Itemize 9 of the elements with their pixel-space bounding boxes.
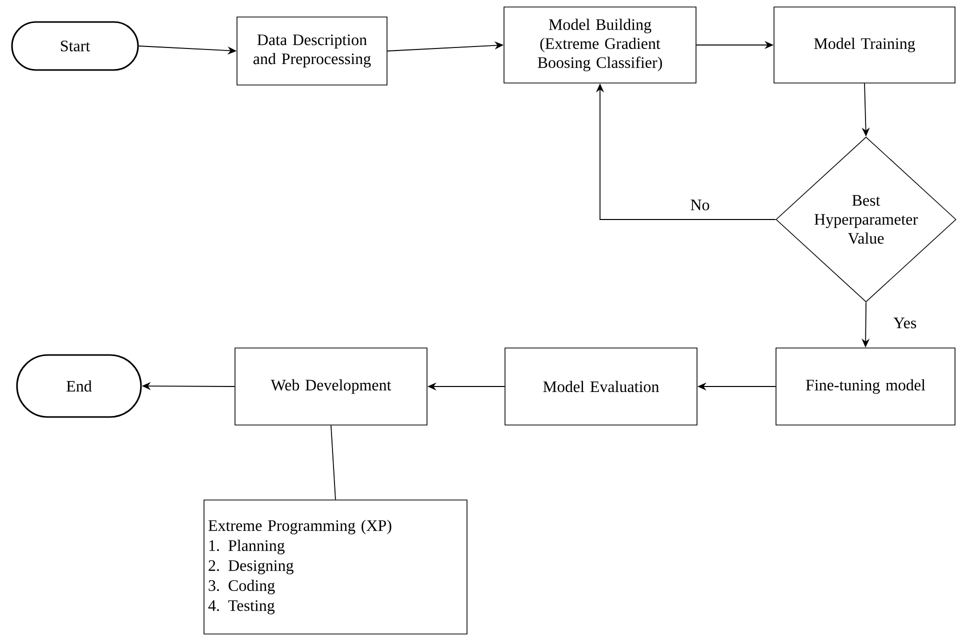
list-box: Extreme Programming (XP) 1. Planning 2. Designing 3. Coding 4. Testing (204, 500, 468, 634)
process-box: Fine-tuning model (776, 348, 956, 426)
process-box: Model Building (Extreme Gradient Boosing Classifier) (504, 6, 696, 84)
process-box: Model Evaluation (504, 348, 698, 426)
edge-label: No (689, 198, 711, 212)
process-box: Data Description and Preprocessing (236, 16, 388, 86)
process-box: Model Training (774, 6, 956, 84)
process-box: Web Development (234, 348, 428, 426)
edge-label: Yes (892, 316, 918, 330)
